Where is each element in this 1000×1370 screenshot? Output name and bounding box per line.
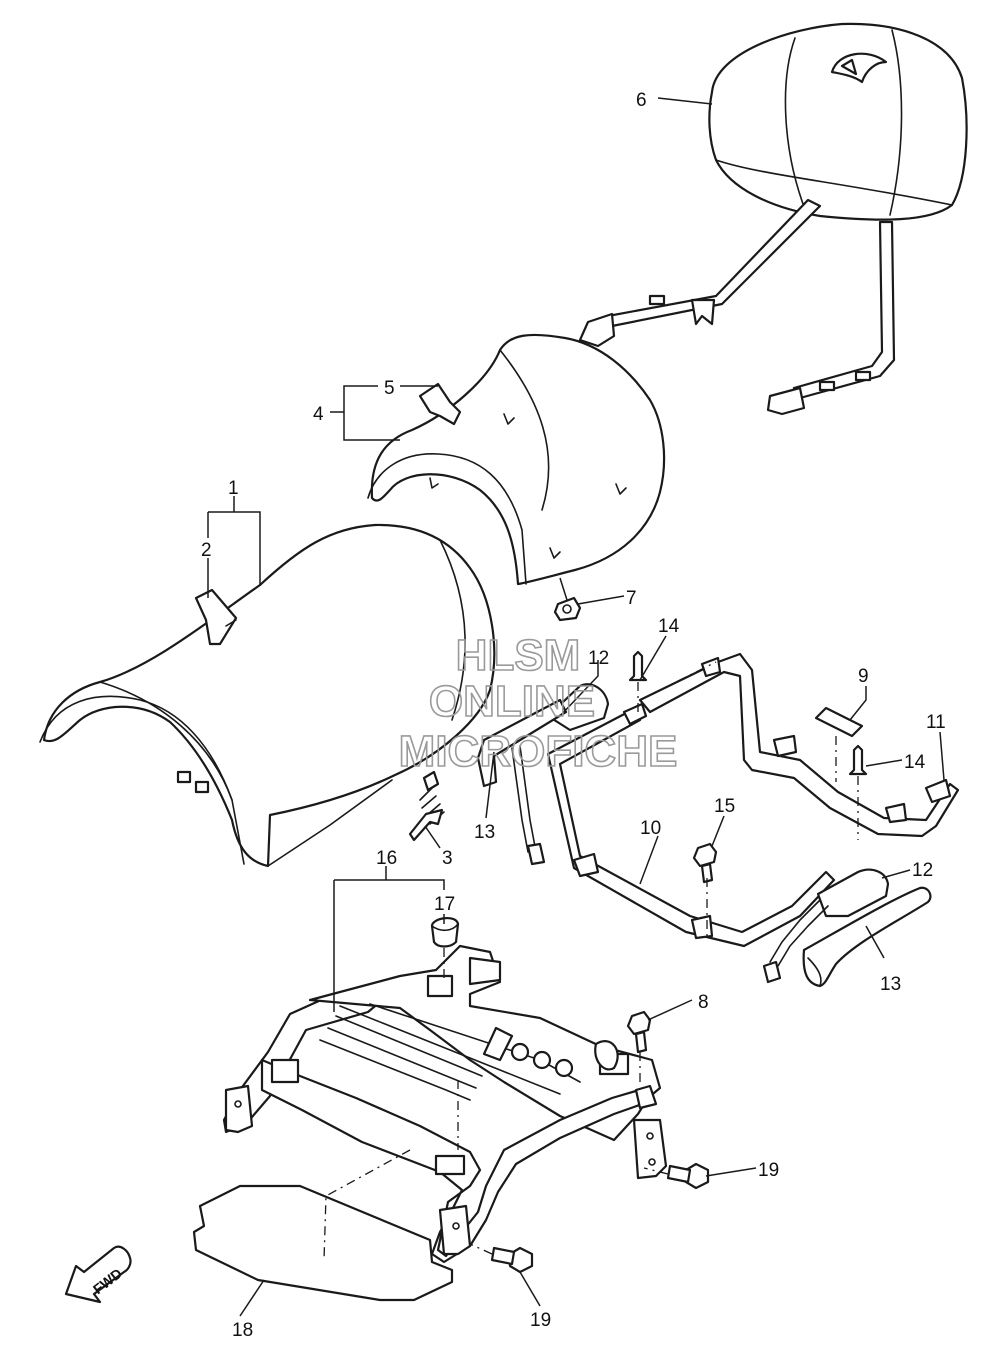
callout-8: 8: [698, 992, 709, 1013]
leader-lines: [207, 97, 945, 1317]
callout-3: 3: [442, 848, 453, 869]
pad-sheet-part[interactable]: [192, 1184, 454, 1302]
nut-part[interactable]: [553, 596, 582, 622]
callout-15: 15: [714, 796, 735, 817]
callout-19-right: 19: [758, 1160, 779, 1181]
label-strip-part[interactable]: [814, 706, 864, 738]
callout-12-right: 12: [912, 860, 933, 881]
lock-spring-part[interactable]: [408, 770, 445, 842]
callouts: 6 5 4 1 2 7 14 12 9 11 14 15 10 13 3 16 …: [201, 90, 946, 1341]
bolt-19-left-part[interactable]: [490, 1246, 534, 1274]
callout-13-left: 13: [474, 822, 495, 843]
bolt-19-right-part[interactable]: [666, 1162, 710, 1190]
backrest-bracket-part[interactable]: [546, 652, 960, 948]
assembly-lines: [323, 661, 859, 1261]
watermark-line2: ONLINE: [429, 677, 595, 726]
callout-1: 1: [228, 478, 239, 499]
callout-11: 11: [926, 712, 946, 733]
cable-right-part[interactable]: [762, 868, 890, 984]
callout-4: 4: [313, 404, 324, 425]
damper-part[interactable]: [430, 917, 460, 948]
callout-6: 6: [636, 90, 647, 111]
callout-13-right: 13: [880, 974, 901, 995]
seat-frame-part[interactable]: [222, 944, 668, 1264]
main-seat-part[interactable]: [39, 523, 496, 868]
rear-seat-part[interactable]: [367, 333, 666, 586]
bolt-15-part[interactable]: [692, 842, 718, 884]
callout-12-left: 12: [588, 648, 609, 669]
callout-16: 16: [376, 848, 397, 869]
watermark: HLSM ONLINE MICROFICHE: [398, 630, 678, 777]
callout-7: 7: [626, 588, 637, 609]
grip-tube-right-part[interactable]: [802, 886, 932, 988]
callout-14-right: 14: [904, 752, 926, 773]
cable-left-part[interactable]: [476, 683, 610, 866]
callout-14-top: 14: [658, 616, 680, 637]
callout-2: 2: [201, 540, 212, 561]
callout-17: 17: [434, 894, 455, 915]
callout-5: 5: [384, 378, 395, 399]
fwd-arrow-icon: FWD: [64, 1245, 132, 1304]
callout-19-left: 19: [530, 1310, 551, 1331]
rivet-top-part[interactable]: [628, 650, 648, 682]
rivet-right-part[interactable]: [848, 744, 868, 776]
callout-9: 9: [858, 666, 869, 687]
backrest-part[interactable]: [578, 22, 968, 416]
callout-18: 18: [232, 1320, 253, 1341]
watermark-line3: MICROFICHE: [399, 727, 678, 776]
callout-10: 10: [640, 818, 661, 839]
watermark-line1: HLSM: [456, 631, 581, 680]
bolt-8-part[interactable]: [626, 1010, 652, 1054]
